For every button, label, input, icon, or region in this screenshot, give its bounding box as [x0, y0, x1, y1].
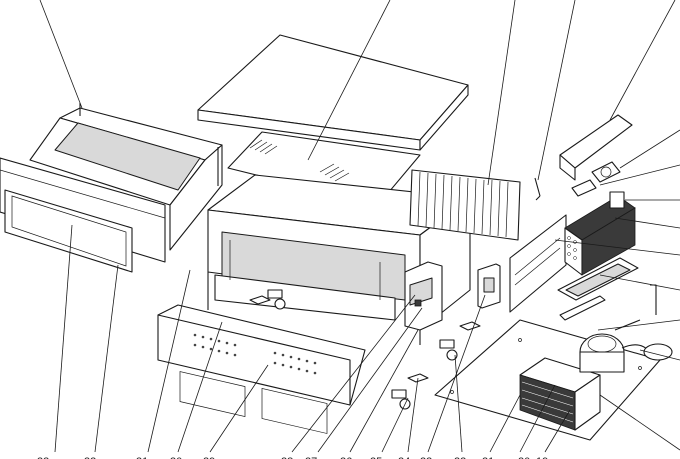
- callout-27: 27: [305, 456, 317, 459]
- callout-19: 19: [536, 456, 548, 459]
- controller-display: [409, 277, 433, 306]
- callout-20: 20: [518, 456, 530, 459]
- callout-23: 23: [420, 456, 432, 459]
- drawer-inner-floor: [54, 122, 201, 191]
- mounting-plate: [509, 214, 567, 313]
- compressor: [579, 284, 673, 373]
- callout-30: 30: [170, 456, 182, 459]
- callout-numbers: 33 32 31 30 29 28 27 26 25 24 23 22 21 2…: [37, 456, 548, 459]
- callout-31: 31: [136, 456, 148, 459]
- leader-grille: [487, 0, 516, 186]
- drawer-handle-rail: [4, 189, 133, 273]
- callout-24: 24: [398, 456, 410, 459]
- fan-assembly: [534, 114, 633, 201]
- rear-grille: [409, 169, 521, 241]
- leader-drawer-rim: [39, 0, 83, 109]
- drawer: [0, 103, 223, 273]
- condenser-unit: [519, 357, 601, 431]
- leader-fan-bracket: [537, 0, 576, 181]
- leader-worktop: [307, 0, 391, 161]
- grille-panel: [409, 169, 521, 241]
- fan-bracket: [534, 177, 541, 197]
- evaporator-coil: [564, 191, 636, 276]
- callout-33: 33: [37, 456, 49, 459]
- caster-2: [439, 339, 458, 361]
- fan-cover: [559, 114, 633, 169]
- callout-32: 32: [84, 456, 96, 459]
- worktop-top: [197, 34, 469, 151]
- drawer-end-panel: [169, 144, 223, 251]
- leveling-foot-2: [459, 321, 481, 331]
- vent-dots: [193, 333, 317, 375]
- drip-tray: [557, 257, 639, 321]
- callout-25: 25: [370, 456, 382, 459]
- control-box: [404, 261, 443, 331]
- callout-22: 22: [454, 456, 466, 459]
- callout-21: 21: [482, 456, 494, 459]
- fan-blade: [571, 179, 597, 197]
- electrical-box: [477, 263, 501, 309]
- leader-lines: [39, 0, 680, 453]
- coil-connector: [609, 191, 625, 209]
- casters: [249, 289, 481, 410]
- callout-29: 29: [203, 456, 215, 459]
- fan-guard: [591, 161, 621, 183]
- callout-26: 26: [340, 456, 352, 459]
- kick-panel: [157, 304, 366, 434]
- kick-panel-vents: [179, 371, 328, 434]
- side-mounting-plate: [509, 214, 567, 313]
- caster-1: [267, 289, 286, 310]
- callout-28: 28: [281, 456, 293, 459]
- leader-fan-cover: [609, 0, 676, 121]
- grille-fins: [417, 171, 509, 238]
- leveling-foot-1: [249, 295, 271, 305]
